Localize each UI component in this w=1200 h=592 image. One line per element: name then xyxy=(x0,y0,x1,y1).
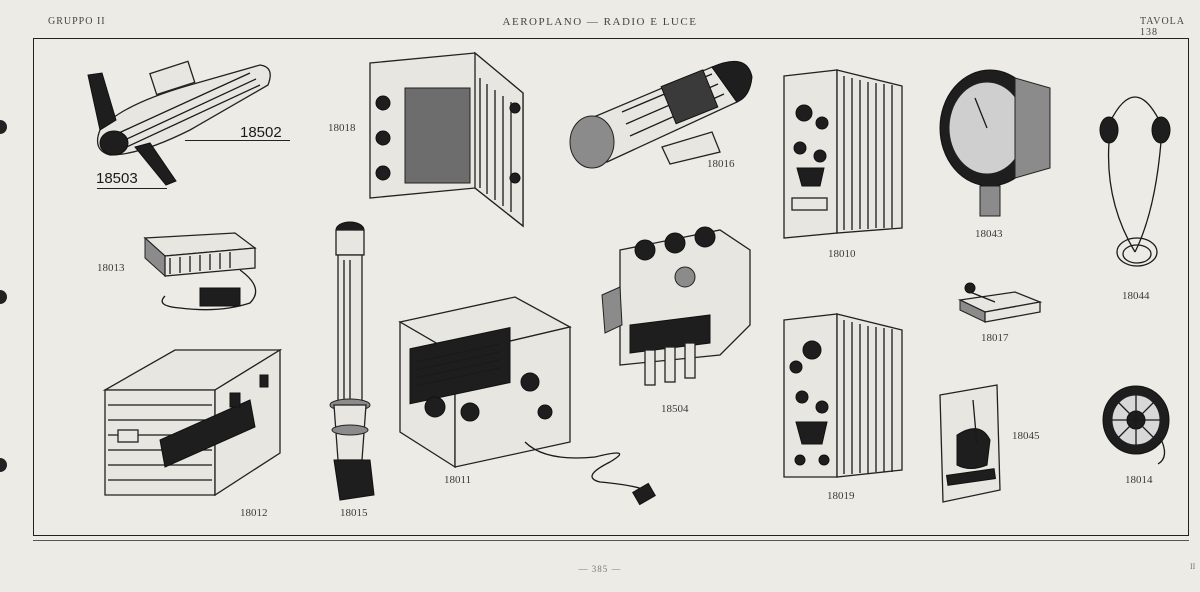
open-cabinet-illustration xyxy=(369,51,524,228)
callout-line xyxy=(185,140,290,141)
page-number: — 385 — xyxy=(578,564,622,574)
item-code: 18013 xyxy=(97,262,125,274)
group-label: GRUPPO II xyxy=(48,16,106,27)
item-code: 18012 xyxy=(240,507,268,519)
headphones-illustration xyxy=(1099,96,1171,267)
telegraph-key-illustration xyxy=(957,282,1043,323)
cylinder-unit-illustration xyxy=(569,60,753,169)
receiver-illustration xyxy=(783,313,903,478)
item-code: 18015 xyxy=(340,507,368,519)
plate-number: TAVOLA 138 xyxy=(1140,16,1185,38)
binding-hole xyxy=(0,290,7,304)
carrying-case-illustration xyxy=(102,348,283,497)
frame-rule xyxy=(33,540,1189,541)
item-code: 18044 xyxy=(1122,290,1150,302)
callout-line xyxy=(97,188,167,189)
item-code: 18018 xyxy=(328,122,356,134)
binding-hole xyxy=(0,458,7,472)
item-code: 18503 xyxy=(96,170,138,187)
radio-set-illustration xyxy=(783,69,903,239)
item-code: 18016 xyxy=(707,158,735,170)
item-code: 18019 xyxy=(827,490,855,502)
item-code: 18011 xyxy=(444,474,472,486)
item-code: 18045 xyxy=(1012,430,1040,442)
item-code: 18014 xyxy=(1125,474,1153,486)
plate-frame xyxy=(33,38,1189,536)
junction-box-illustration xyxy=(143,232,257,311)
item-code: 18043 xyxy=(975,228,1003,240)
item-code: 18502 xyxy=(240,124,282,141)
edge-mark: II xyxy=(1190,562,1196,571)
transceiver-illustration xyxy=(398,296,656,506)
reel-illustration xyxy=(1102,385,1170,465)
tube-illustration xyxy=(329,221,375,501)
item-code: 18017 xyxy=(981,332,1009,344)
page-title: AEROPLANO — RADIO E LUCE xyxy=(502,16,698,28)
item-code: 18010 xyxy=(828,248,856,260)
binding-hole xyxy=(0,120,7,134)
gauge-illustration xyxy=(939,69,1051,217)
nameplate-illustration xyxy=(939,384,1001,503)
control-panel-illustration xyxy=(601,226,751,386)
item-code: 18504 xyxy=(661,403,689,415)
antenna-fairing-illustration xyxy=(87,60,271,186)
